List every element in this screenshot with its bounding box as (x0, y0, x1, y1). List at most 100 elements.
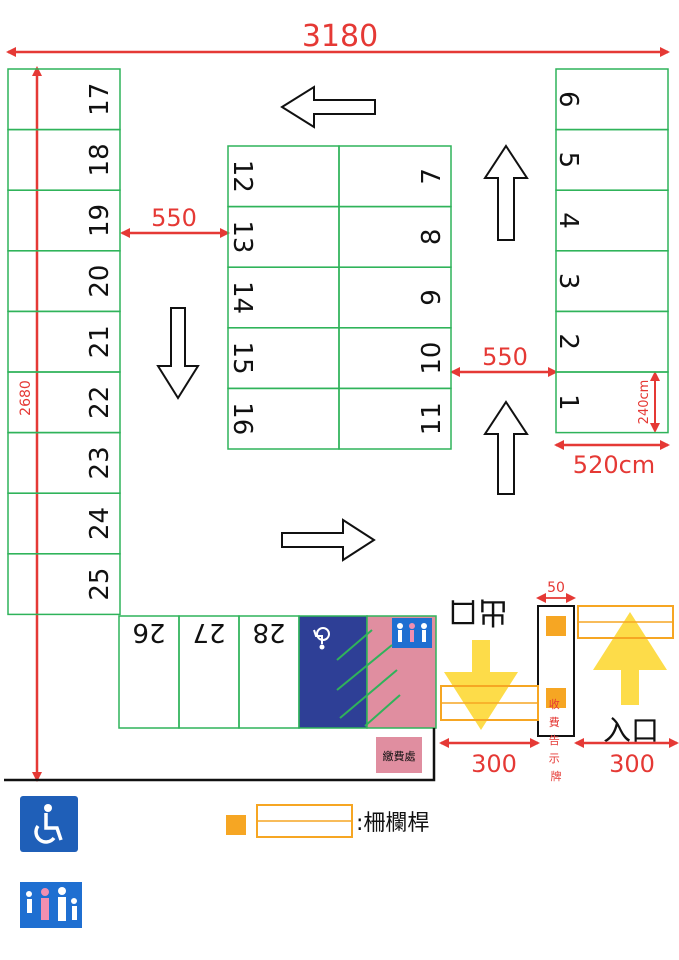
stall-number: 26 (132, 617, 165, 647)
parking-stall: 6 (553, 68, 669, 131)
dim-stall-depth-label: 520cm (573, 451, 655, 479)
stall-number: 21 (85, 325, 115, 358)
stall-number: 6 (553, 91, 583, 108)
legend-family (20, 882, 82, 928)
parking-stall: 14 (227, 266, 340, 329)
stall-number: 27 (192, 617, 225, 647)
stall-number: 5 (553, 152, 583, 169)
arrow-right-bottom (281, 518, 376, 562)
dim-exit-width-label: 300 (471, 750, 517, 778)
barrier-legend-label: :柵欄桿 (356, 811, 429, 836)
parking-stall: 23 (7, 431, 121, 494)
parking-stall: 8 (338, 205, 452, 268)
arrow-up-right-bottom (483, 400, 529, 495)
center-parking-block: 12 13 14 15 16 7 8 9 10 11 (227, 145, 452, 450)
parking-stall: 3 (553, 250, 669, 313)
stall-number: 13 (227, 220, 257, 253)
stall-number: 19 (85, 204, 115, 237)
dim-aisle-right: 550 (450, 343, 558, 377)
parking-stall: 18 (7, 128, 121, 191)
wheelchair-legend-icon (34, 804, 63, 844)
stall-number: 23 (85, 446, 115, 479)
stall-number: 17 (85, 83, 115, 116)
pay-station-label: 繳費處 (383, 749, 416, 763)
family-parking-icon (392, 618, 432, 648)
parking-stall: 9 (338, 266, 452, 329)
family-legend-icon (26, 887, 77, 921)
stall-number: 11 (417, 402, 447, 435)
stall-number: 9 (417, 289, 447, 306)
dim-aisle-left: 550 (120, 204, 230, 238)
parking-stall: 15 (227, 327, 340, 390)
parking-stall: 25 (7, 553, 121, 616)
hatch-lines (336, 629, 401, 727)
stall-number: 4 (553, 212, 583, 229)
parking-stall: 17 (7, 68, 121, 131)
dim-total-height-label: 2680 (18, 380, 34, 416)
dim-stall-depth: 520cm (554, 440, 670, 479)
stall-number: 10 (417, 342, 447, 375)
legend-barrier: :柵欄桿 (226, 804, 429, 838)
parking-stall: 24 (7, 492, 121, 555)
stall-number: 2 (553, 333, 583, 350)
parking-stall: 21 (7, 310, 121, 373)
dim-total-width-label: 3180 (302, 19, 378, 54)
barrier-exit (440, 685, 566, 721)
dim-aisle-left-label: 550 (151, 204, 197, 232)
parking-stall: 7 (338, 145, 452, 208)
parking-stall: 4 (553, 189, 669, 252)
dim-total-height: 2680 (18, 66, 42, 782)
dim-entry-width: 300 (574, 738, 679, 778)
dim-stall-width: 240cm (637, 371, 660, 433)
dim-exit-width: 300 (439, 738, 540, 778)
stall-number: 15 (227, 342, 257, 375)
dim-booth-width: 50 (536, 580, 576, 603)
stall-number: 22 (85, 386, 115, 419)
barrier-entry (546, 605, 674, 639)
fee-sign-label: 收 費 告 示 牌 (549, 697, 564, 783)
accessible-stall (298, 615, 368, 729)
toll-booth (537, 605, 575, 737)
wheelchair-icon (313, 627, 330, 650)
arrow-up-right-top (483, 144, 529, 241)
parking-stall: 27 (178, 615, 240, 729)
dim-stall-width-label: 240cm (637, 380, 652, 425)
stall-number: 12 (227, 160, 257, 193)
stall-number: 3 (553, 273, 583, 290)
parking-stall: 26 (118, 615, 180, 729)
family-stall (366, 615, 437, 729)
parking-stall: 2 (553, 310, 669, 373)
dim-entry-width-label: 300 (609, 750, 655, 778)
stall-number: 25 (85, 568, 115, 601)
parking-stall: 28 (238, 615, 300, 729)
dim-aisle-right-label: 550 (482, 343, 528, 371)
stall-number: 24 (85, 507, 115, 540)
stall-number: 1 (553, 394, 583, 411)
legend-accessible (20, 796, 78, 852)
stall-number: 16 (227, 402, 257, 435)
boundary-wall (4, 728, 436, 782)
parking-stall: 12 (227, 145, 340, 208)
entry-direction-arrow (593, 612, 667, 705)
stall-number: 14 (227, 281, 257, 314)
stall-number: 28 (252, 617, 285, 647)
stall-number: 20 (85, 265, 115, 298)
dim-total-width: 3180 (6, 19, 670, 57)
arrow-down-left (156, 307, 200, 400)
stall-number: 7 (417, 168, 447, 185)
arrow-left-top (280, 85, 376, 129)
parking-stall: 1 (553, 371, 669, 434)
parking-stall: 13 (227, 205, 340, 268)
parking-stall: 20 (7, 250, 121, 313)
right-parking-column: 6 5 4 3 2 1 (553, 68, 669, 434)
parking-stall: 11 (338, 387, 452, 450)
bottom-parking-row: 26 27 28 (118, 615, 300, 729)
parking-stall: 10 (338, 327, 452, 390)
pay-station: 繳費處 (376, 737, 422, 773)
exit-label: 出口 (448, 594, 508, 629)
stall-number: 18 (85, 143, 115, 176)
dim-booth-width-label: 50 (547, 580, 565, 596)
parking-stall: 16 (227, 387, 340, 450)
left-parking-column: 17 18 19 20 21 22 23 24 25 (7, 68, 121, 616)
